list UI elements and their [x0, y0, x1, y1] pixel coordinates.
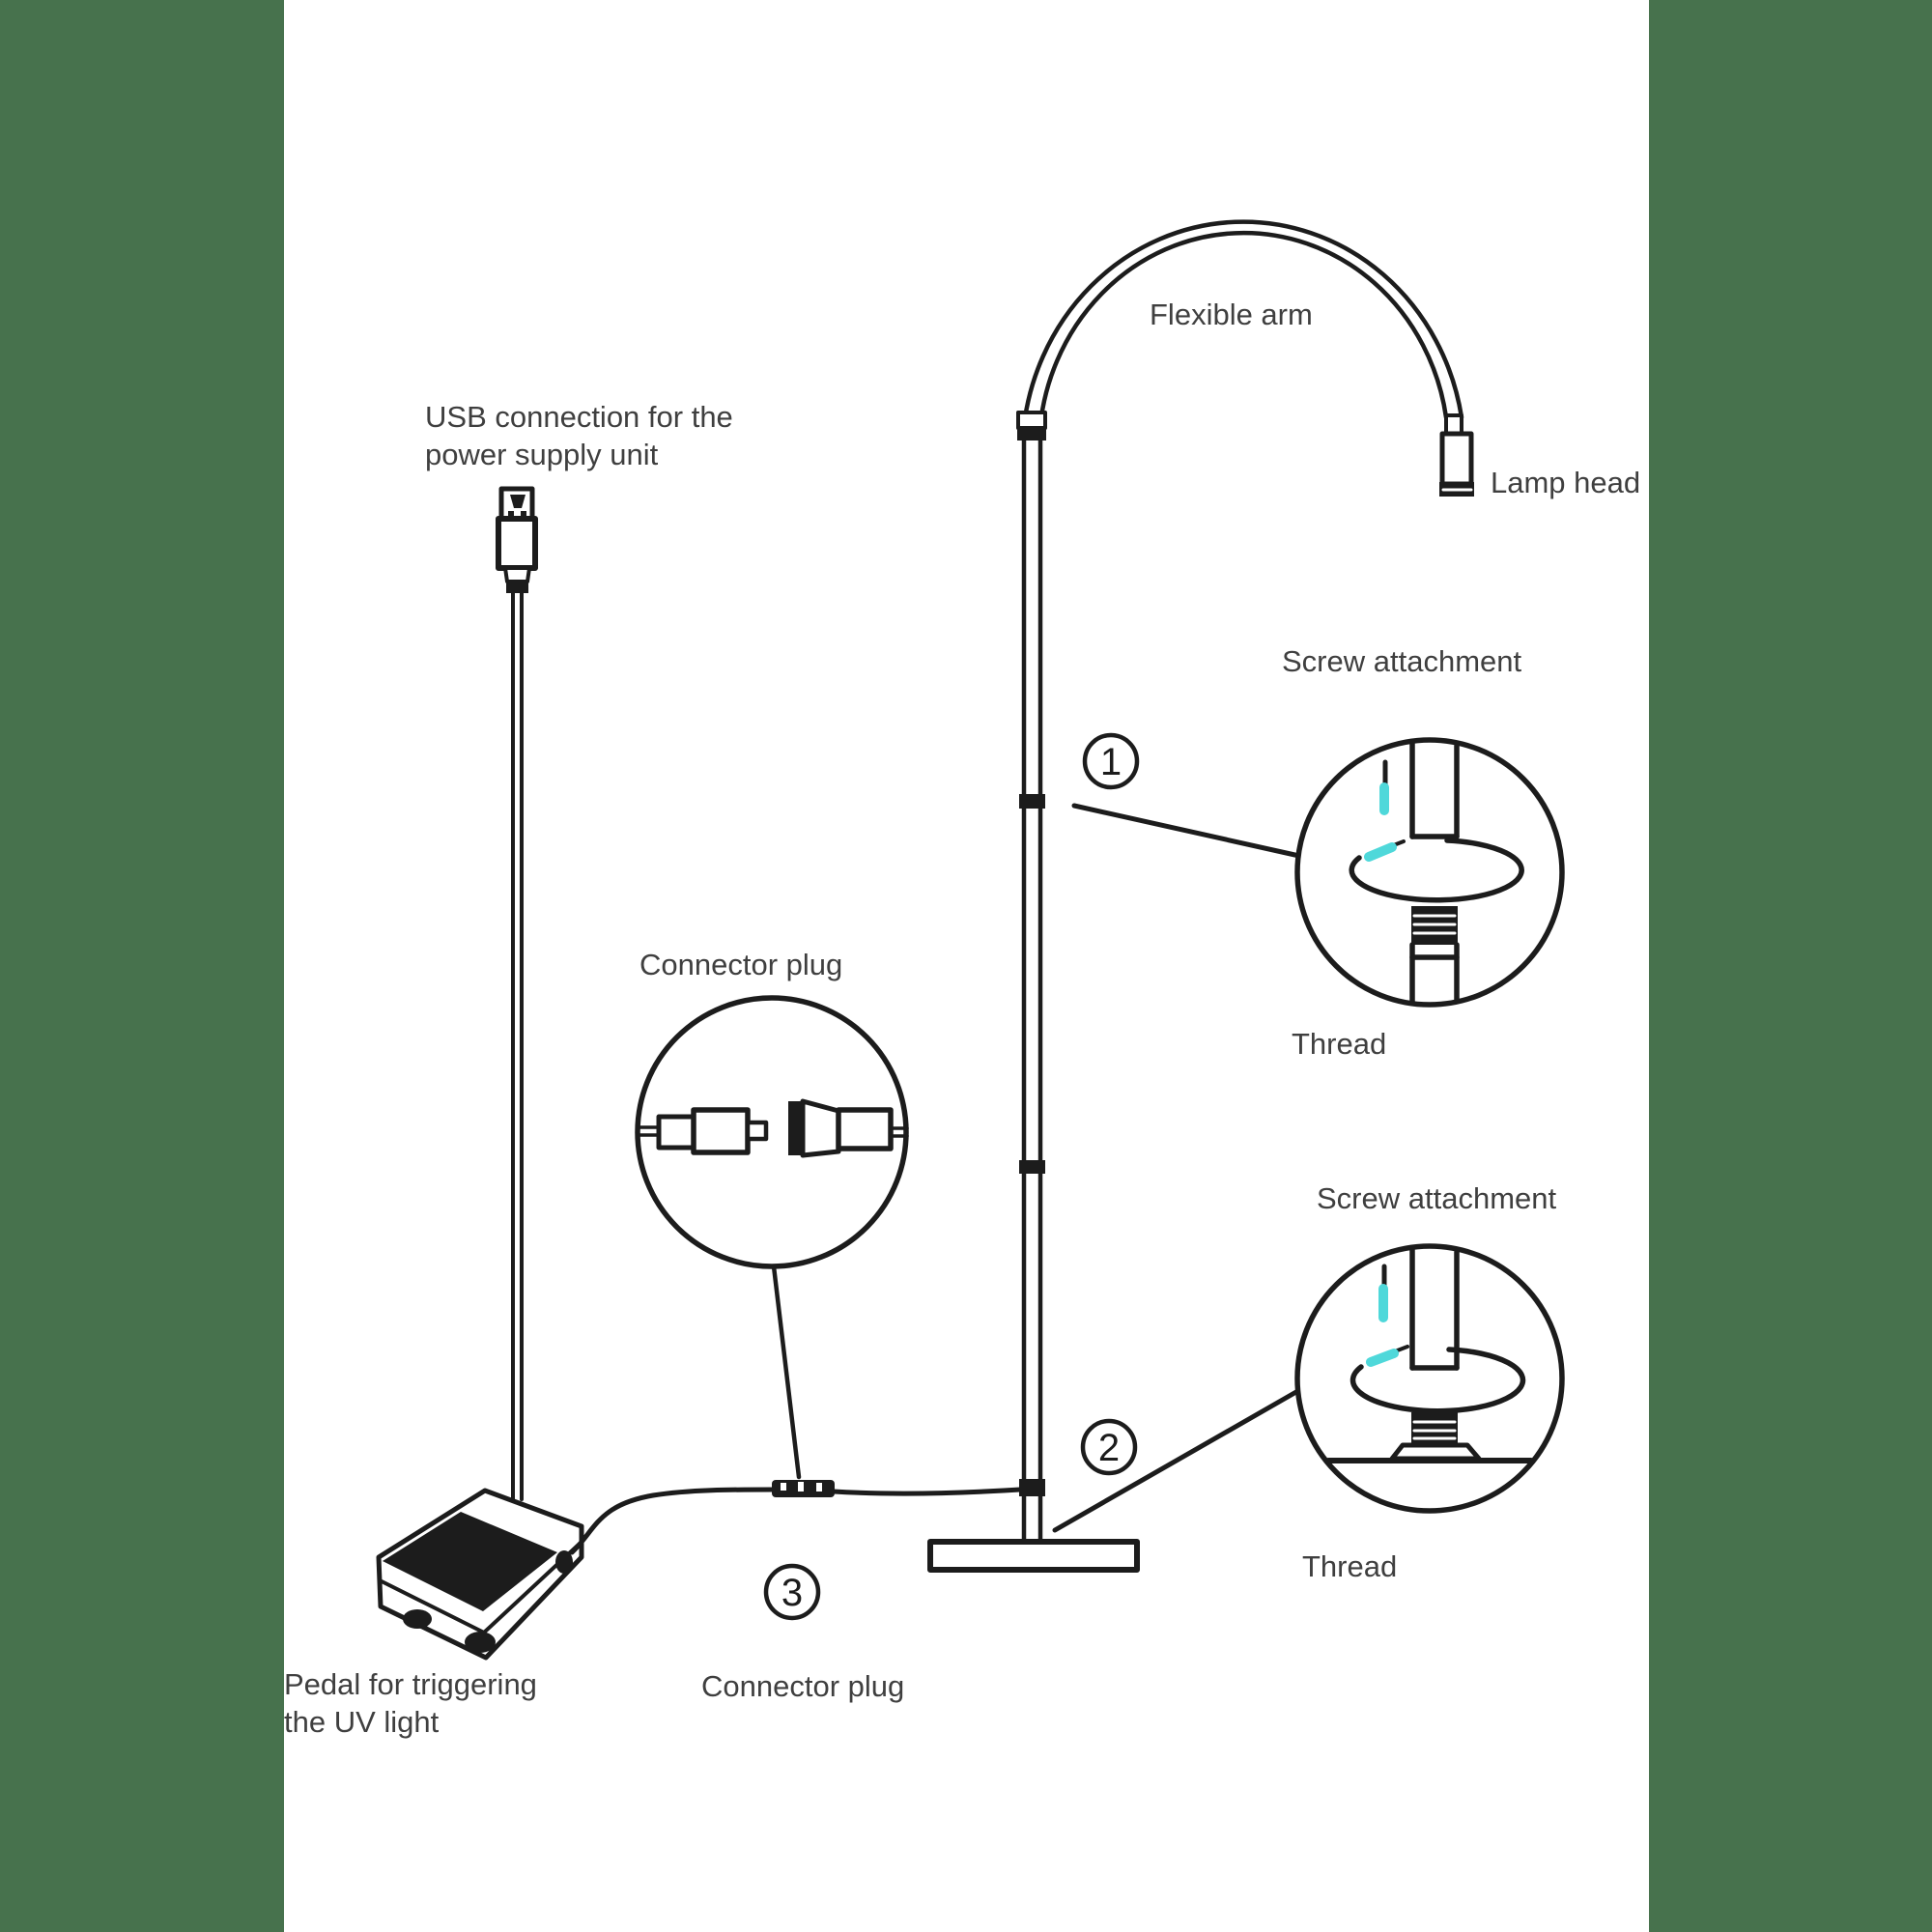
lamp-head-body — [1439, 431, 1474, 487]
pole-top-collar — [1016, 411, 1047, 430]
pedal-foot-left — [403, 1609, 432, 1629]
pedal-label-line2: the UV light — [284, 1705, 440, 1739]
lamp-head — [1439, 413, 1474, 497]
bottom-rotation-arrow-highlight — [1366, 1349, 1399, 1367]
thread-top-label: Thread — [1292, 1027, 1386, 1061]
flexible-arm — [1020, 219, 1464, 438]
foot-pedal — [376, 1488, 584, 1661]
callout-3-number: 3 — [781, 1572, 803, 1614]
pedal-cable-knob — [555, 1550, 573, 1574]
flexible-arm-label: Flexible arm — [1150, 298, 1313, 331]
power-cable — [569, 1487, 1023, 1555]
usb-plug — [496, 486, 538, 593]
callout-3-circle — [763, 1563, 821, 1621]
bottom-base-flange — [1389, 1442, 1482, 1462]
sidebar-left — [0, 0, 284, 1932]
usb-hole-left — [508, 511, 514, 517]
connector-plug-inset — [635, 995, 909, 1269]
lamp-head-label: Lamp head — [1491, 466, 1640, 499]
callout-2-leader-line — [1052, 1386, 1304, 1533]
connector-inset-leader-line — [771, 1264, 802, 1480]
screw-inset-bottom-circle — [1294, 1243, 1565, 1514]
pedal-label-line1: Pedal for triggering — [284, 1667, 537, 1701]
inline-connector-notch-2 — [798, 1482, 804, 1492]
pedal-foot-front — [465, 1632, 496, 1653]
power-cable-left-segment — [569, 1487, 775, 1555]
top-rotation-arrow-highlight — [1364, 842, 1397, 862]
connector-left-body — [691, 1107, 751, 1155]
connector-left-rear — [656, 1114, 696, 1151]
thread-bottom-label: Thread — [1302, 1549, 1397, 1583]
sidebar-right — [1649, 0, 1932, 1932]
callout-2-circle — [1080, 1418, 1138, 1476]
screw-inset-top-circle — [1294, 737, 1565, 1008]
inline-connector — [772, 1480, 835, 1497]
pedal-top-plate — [383, 1512, 557, 1611]
inline-connector-notch-1 — [781, 1483, 786, 1491]
usb-label-line2: power supply unit — [425, 438, 659, 471]
connector-right-body — [836, 1107, 894, 1151]
connector-plug-inline-label: Connector plug — [701, 1669, 904, 1703]
screw-attachment-top-label: Screw attachment — [1282, 644, 1521, 678]
pole-joint-upper — [1019, 794, 1045, 809]
usb-contact — [510, 495, 526, 508]
callout-2: 2 — [1080, 1418, 1138, 1476]
lamp-pole — [927, 411, 1140, 1573]
pole-top-collar-band — [1017, 427, 1046, 440]
top-rotation-arrow — [1349, 838, 1524, 903]
flexible-arm-inner-curve — [1037, 230, 1449, 438]
callout-1: 1 — [1082, 732, 1140, 790]
usb-strain-collar — [506, 580, 528, 593]
usb-hole-right — [521, 511, 526, 517]
bottom-rotation-arrow — [1350, 1347, 1526, 1414]
power-cable-right-segment — [831, 1487, 1023, 1496]
inline-connector-notch-3 — [816, 1483, 822, 1492]
callout-1-leader-line — [1071, 803, 1302, 859]
pole-joint-lower — [1019, 1160, 1045, 1174]
pole-cable-junction — [1019, 1479, 1045, 1496]
usb-strain-relief — [503, 566, 531, 583]
callout-1-circle — [1082, 732, 1140, 790]
connector-plug-inset-label: Connector plug — [639, 948, 842, 981]
bottom-thread-block — [1411, 1412, 1458, 1445]
connector-right-taper — [800, 1098, 841, 1158]
connector-left-tip — [745, 1120, 769, 1142]
flexible-arm-outer-curve — [1020, 219, 1464, 438]
callout-1-number: 1 — [1100, 741, 1122, 783]
screw-attachment-bottom-label: Screw attachment — [1317, 1181, 1556, 1215]
screw-attachment-inset-bottom — [1294, 1243, 1565, 1514]
usb-cable — [511, 591, 524, 1505]
callout-3: 3 — [763, 1563, 821, 1621]
callout-2-number: 2 — [1098, 1427, 1120, 1469]
usb-label-line1: USB connection for the — [425, 400, 733, 434]
pole-base-plate — [927, 1539, 1140, 1573]
connector-right-face — [788, 1101, 803, 1155]
connector-inset-circle — [635, 995, 909, 1269]
screw-attachment-inset-top — [1294, 737, 1565, 1008]
usb-plug-body — [496, 516, 538, 571]
